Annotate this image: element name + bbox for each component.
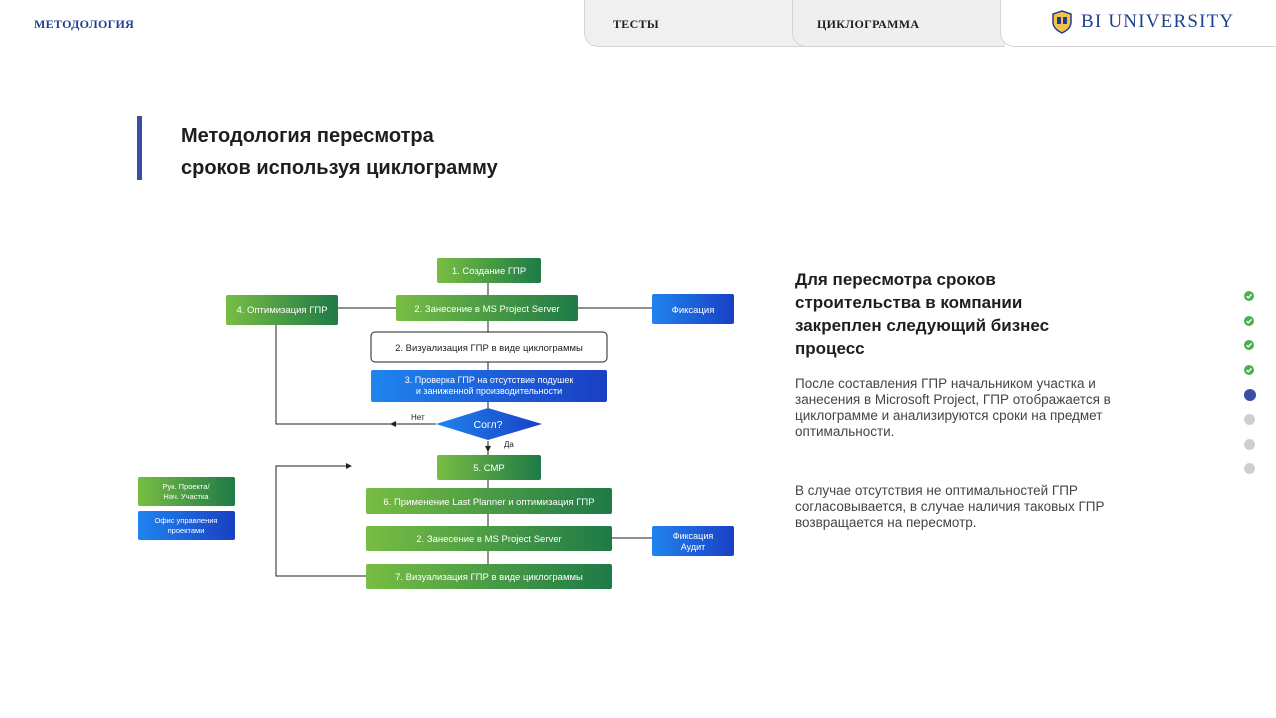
progress-dot-done[interactable] <box>1244 315 1254 326</box>
decision-no-label: Нет <box>411 413 425 422</box>
side-heading: Для пересмотра сроков строительства в ко… <box>795 268 1095 360</box>
flow-connectors <box>275 282 652 577</box>
node-create-gpr-label: 1. Создание ГПР <box>452 266 526 277</box>
node-fixation-audit-label-2: Аудит <box>681 542 706 552</box>
node-smr-label: 5. СМР <box>473 463 505 474</box>
node-ms-project-2: 2. Занесение в MS Project Server <box>366 526 612 551</box>
check-icon <box>1246 343 1253 348</box>
progress-dot[interactable] <box>1244 438 1255 450</box>
title-accent-bar <box>137 116 142 180</box>
progress-dot-done[interactable] <box>1244 364 1254 375</box>
decision-agreed-label: Согл? <box>474 419 503 431</box>
progress-dot-current[interactable] <box>1244 389 1256 402</box>
node-fixation-label: Фиксация <box>672 305 715 316</box>
progress-dot-done[interactable] <box>1244 291 1254 301</box>
node-fixation-audit-label-1: Фиксация <box>673 531 714 541</box>
node-last-planner: 6. Применение Last Planner и оптимизация… <box>366 488 612 514</box>
node-check-gpr-label-1: 3. Проверка ГПР на отсутствие подушек <box>405 375 574 385</box>
node-visualization-2-label: 7. Визуализация ГПР в виде циклограммы <box>395 572 583 583</box>
side-heading-line-2: строительства в компании <box>795 293 1023 312</box>
top-navigation: МЕТОДОЛОГИЯ ТЕСТЫ ЦИКЛОГРАММА BI UNIVERS… <box>0 0 1276 48</box>
side-paragraph-2: В случае отсутствия не оптимальностей ГП… <box>795 483 1105 530</box>
node-visualization-2: 7. Визуализация ГПР в виде циклограммы <box>366 564 612 589</box>
legend-project-head-label-2: Нач. Участка <box>163 492 209 501</box>
progress-dot[interactable] <box>1244 414 1255 425</box>
legend-project-office: Офис управления проектами <box>138 511 235 540</box>
page-title-line-2: сроков используя циклограмму <box>181 157 498 179</box>
node-fixation: Фиксация <box>652 294 734 324</box>
page-title: Методология пересмотра сроков используя … <box>181 120 601 184</box>
node-check-gpr: 3. Проверка ГПР на отсутствие подушек и … <box>371 370 607 402</box>
legend-project-office-label-2: проектами <box>168 526 205 535</box>
brand-name: BI UNIVERSITY <box>1081 11 1235 32</box>
side-paragraph-1: После составления ГПР начальником участк… <box>795 376 1111 439</box>
legend-project-office-label-1: Офис управления <box>155 516 218 525</box>
node-optimization: 4. Оптимизация ГПР <box>226 295 338 325</box>
brand-logo[interactable]: BI UNIVERSITY <box>1051 10 1234 34</box>
check-icon <box>1246 318 1253 324</box>
legend-project-head-label-1: Рук. Проекта/ <box>162 482 210 491</box>
node-ms-project-2-label: 2. Занесение в MS Project Server <box>416 534 561 545</box>
node-check-gpr-label-2: и заниженной производительности <box>416 386 562 396</box>
page-title-line-1: Методология пересмотра <box>181 125 434 147</box>
progress-dot-done[interactable] <box>1244 340 1254 351</box>
tab-cyclogram[interactable]: ЦИКЛОГРАММА <box>792 0 1005 47</box>
tab-methodology[interactable]: МЕТОДОЛОГИЯ <box>34 17 135 31</box>
decision-agreed: Согл? <box>436 408 542 440</box>
side-heading-line-3: закреплен следующий бизнес <box>795 316 1050 335</box>
node-last-planner-label: 6. Применение Last Planner и оптимизация… <box>383 497 594 508</box>
brand-area: BI UNIVERSITY <box>1000 0 1276 47</box>
node-optimization-label: 4. Оптимизация ГПР <box>236 305 327 316</box>
node-visualization-1: 2. Визуализация ГПР в виде циклограммы <box>370 331 608 363</box>
check-icon <box>1246 293 1253 299</box>
node-ms-project-1: 2. Занесение в MS Project Server <box>396 295 578 321</box>
node-ms-project-1-label: 2. Занесение в MS Project Server <box>414 304 559 315</box>
side-heading-line-1: Для пересмотра сроков <box>795 270 996 289</box>
tab-tests-label: ТЕСТЫ <box>613 17 659 31</box>
shield-logo-icon <box>1052 10 1072 34</box>
progress-dot[interactable] <box>1244 463 1255 475</box>
decision-yes-label: Да <box>504 440 514 449</box>
process-flowchart: 1. Создание ГПР 4. Оптимизация ГПР 2. За… <box>138 258 734 589</box>
tab-cyclogram-label: ЦИКЛОГРАММА <box>817 17 920 31</box>
node-create-gpr: 1. Создание ГПР <box>437 258 541 283</box>
side-heading-line-4: процесс <box>795 339 865 358</box>
node-fixation-audit: Фиксация Аудит <box>652 526 734 556</box>
arrow-heads <box>346 421 491 469</box>
legend-project-head: Рук. Проекта/ Нач. Участка <box>138 477 235 506</box>
node-visualization-1-label: 2. Визуализация ГПР в виде циклограммы <box>395 343 583 354</box>
node-smr: 5. СМР <box>437 455 541 480</box>
check-icon <box>1246 367 1253 373</box>
